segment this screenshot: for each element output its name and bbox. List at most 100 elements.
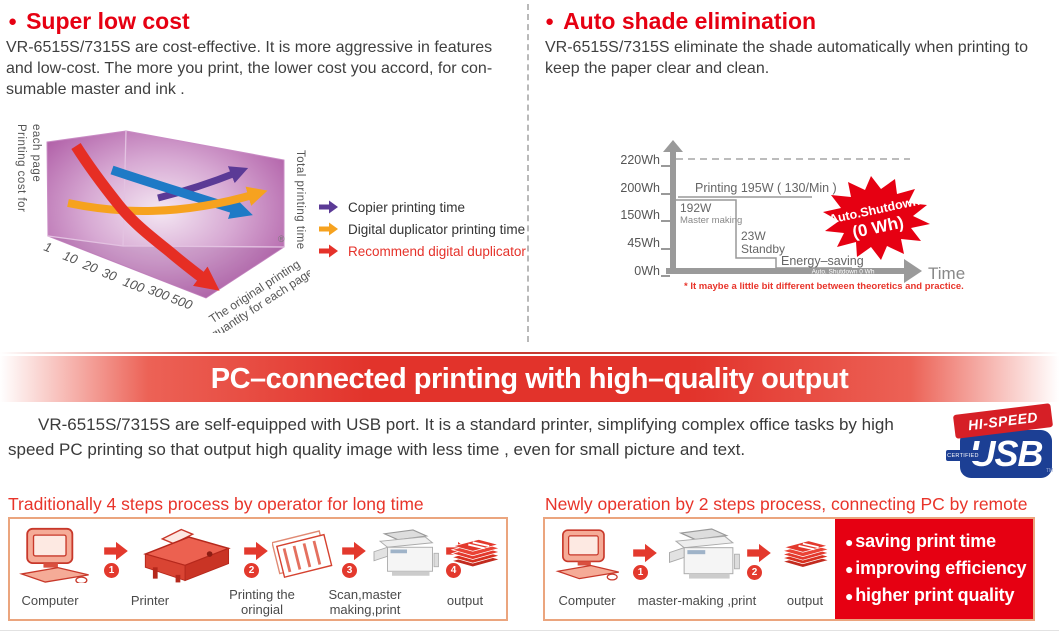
blue-arrow [110, 165, 253, 219]
step-label: Computer [558, 593, 615, 608]
benefit-text: saving print time [855, 531, 996, 551]
cost-3d-chart: 1 10 20 30 100 300 500 The original prin… [42, 130, 310, 333]
step-label-line: Printing the [229, 587, 295, 602]
bullet-icon: ● [545, 13, 555, 30]
super-low-cost-body: VR-6515S/7315S are cost-effective. It is… [6, 37, 521, 100]
power-chart-footnote: * It maybe a little bit different betwee… [684, 281, 964, 292]
flow-left-box: 1 2 3 [8, 517, 508, 621]
step-number: 3 [342, 563, 357, 578]
x-tick: 500 [169, 291, 195, 313]
column-divider [527, 4, 529, 342]
computer-icon [555, 529, 619, 581]
duplicator-time-arrow [67, 186, 268, 216]
bottom-rule [0, 630, 1059, 631]
standby-watt: 23W [741, 229, 766, 243]
printer-icon [143, 528, 231, 583]
step-label: output [447, 593, 483, 608]
body-line: sumable master and ink . [6, 81, 185, 98]
step-number: 2 [244, 563, 259, 578]
bullet-icon: ● [845, 534, 854, 550]
step-number: 4 [446, 563, 461, 578]
output-stack-icon [781, 540, 831, 568]
body-line: keep the paper clear and clean. [545, 60, 770, 77]
step-label-line: master-making ,print [637, 593, 757, 608]
y-tick-label: 150Wh [620, 208, 660, 222]
step-label-line: Printer [130, 593, 170, 608]
arrow-right-icon [747, 543, 771, 563]
y-tick-label: 200Wh [620, 181, 660, 195]
power-step-line [673, 199, 852, 270]
usb-word: USB [969, 433, 1043, 474]
step-number: 2 [747, 565, 762, 580]
section-title-auto-shade: ● Auto shade elimination [545, 8, 816, 35]
axis-shutdown-label: Auto. Shutdown 0 Wh [812, 269, 875, 276]
computer-icon [19, 527, 89, 583]
usb-tm-mark: TM [1046, 468, 1054, 474]
step-label: output [787, 593, 823, 608]
y-ticks [661, 165, 670, 277]
copier-icon [373, 529, 439, 576]
chart-3d-floor [48, 236, 284, 298]
bullet-icon: ● [845, 588, 854, 604]
legend-label: Copier printing time [348, 199, 466, 215]
benefit-line: ●improving efficiency [845, 555, 1033, 582]
benefit-text: higher print quality [855, 585, 1015, 605]
benefit-line: ●higher print quality [845, 582, 1033, 609]
x-tick: 1 [42, 239, 54, 256]
benefits-panel: ●saving print time ●improving efficiency… [835, 519, 1033, 619]
output-stack-icon [450, 538, 501, 568]
y-tick-label: 0Wh [634, 264, 660, 278]
master-label: Master making [680, 215, 742, 226]
cost-chart-y-axis-label: Printing cost for each page [13, 124, 43, 249]
step-label: master-making ,print [638, 593, 756, 608]
step-label: Scan,master making,print [329, 587, 402, 617]
usb-hispeed-logo: HI-SPEED USB CERTIFIED TM [946, 403, 1058, 486]
x-tick: 30 [100, 265, 120, 284]
legend-label: Recommend digital duplicator [348, 243, 526, 259]
banner-title: PC–connected printing with high–quality … [210, 362, 849, 395]
step-label-line: Computer [21, 593, 79, 608]
y-axis [670, 148, 676, 272]
standby-label: Standby [741, 242, 785, 256]
arrow-right-icon [342, 541, 366, 561]
x-tick: 10 [61, 248, 81, 267]
section-title-text: Super low cost [26, 8, 190, 34]
body-line: VR-6515S/7315S are cost-effective. It is… [6, 39, 493, 56]
y-axis-label-line: each page [30, 124, 42, 183]
original-papers-icon [272, 530, 333, 579]
right-axis-label-line: Total printing time [294, 150, 306, 250]
usb-certified-tab: CERTIFIED [946, 450, 980, 461]
step-label-line: Scan,master [328, 587, 402, 602]
master-watt: 192W [680, 201, 712, 215]
usb-paragraph: VR-6515S/7315S are self-equipped with US… [8, 412, 943, 462]
x-tick: 300 [146, 282, 172, 304]
copier-time-arrow [157, 166, 249, 202]
bullet-icon: ● [8, 13, 18, 30]
legend-item: Recommend digital duplicator [318, 240, 526, 262]
y-tick-label: 220Wh [620, 153, 660, 167]
time-axis-label: Time [928, 264, 965, 283]
banner: PC–connected printing with high–quality … [0, 356, 1059, 402]
copier-icon [669, 528, 740, 579]
y-axis-arrowhead [663, 140, 683, 152]
x-tick: 20 [80, 256, 101, 276]
step-label: Computer [21, 593, 78, 608]
step-label-line: making,print [329, 602, 401, 617]
auto-shutdown-burst [823, 176, 930, 260]
legend-arrow-icon [319, 244, 338, 258]
printing-level-label: Printing 195W ( 130/Min ) [695, 181, 837, 195]
paragraph-line: VR-6515S/7315S are self-equipped with US… [38, 415, 894, 434]
legend-label: Digital duplicator printing time [348, 221, 526, 237]
step-label: Printing the oringial [229, 587, 295, 617]
legend-item: Digital duplicator printing time [318, 218, 526, 240]
registered-mark: ® [278, 234, 285, 244]
flow-left-heading: Traditionally 4 steps process by operato… [8, 494, 424, 514]
flow-right-box: 1 2 Com [543, 517, 1035, 621]
legend-arrow-icon [319, 200, 338, 214]
power-consumption-chart: 220Wh 200Wh 150Wh 45Wh 0Wh Auto. Shutdow… [620, 140, 965, 283]
body-line: VR-6515S/7315S eliminate the shade autom… [545, 39, 1028, 56]
energy-saving-label: Energy–saving [781, 254, 864, 268]
x-tick: 100 [121, 274, 147, 296]
section-title-text: Auto shade elimination [563, 8, 817, 34]
